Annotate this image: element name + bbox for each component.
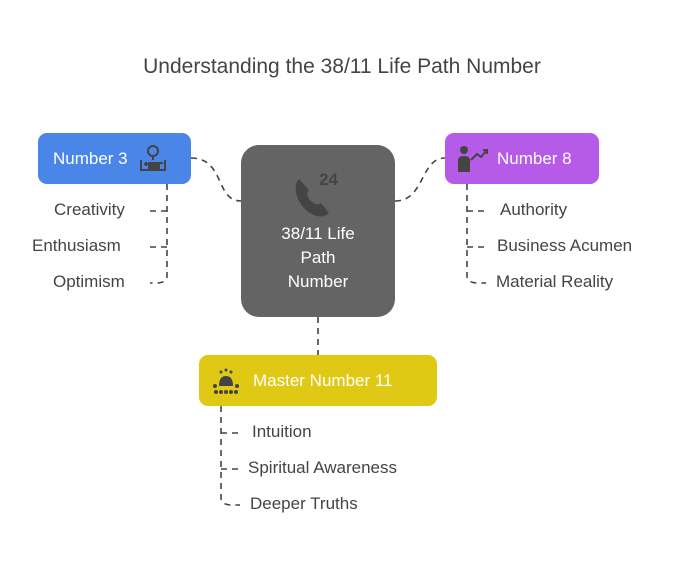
list-item: Deeper Truths xyxy=(250,494,358,513)
list-item: Intuition xyxy=(252,422,312,441)
svg-text:24: 24 xyxy=(319,170,338,189)
diagram-title: Understanding the 38/11 Life Path Number xyxy=(143,55,541,78)
list-item: Material Reality xyxy=(496,272,614,291)
master11-tree xyxy=(220,406,240,506)
number-8-node: Number 8 xyxy=(445,133,599,184)
center-label-line: Number xyxy=(287,272,349,291)
list-item: Optimism xyxy=(53,272,125,291)
phone-24-icon: 24 xyxy=(295,170,338,217)
center-label-line: 38/11 Life xyxy=(281,224,355,243)
connector-number8 xyxy=(394,157,446,202)
node-label: Number 3 xyxy=(53,148,128,168)
enlightenment-icon xyxy=(213,368,239,394)
list-item: Enthusiasm xyxy=(32,236,121,255)
list-item: Creativity xyxy=(54,200,125,219)
idea-lightbulb-icon xyxy=(139,144,166,171)
number3-tree xyxy=(150,184,168,284)
number-3-node: Number 3 xyxy=(38,133,191,184)
list-item: Authority xyxy=(500,200,568,219)
node-label: Number 8 xyxy=(497,148,572,168)
master-number-11-node: Master Number 11 xyxy=(199,355,437,406)
center-label-line: Path xyxy=(300,248,336,267)
businessman-growth-icon xyxy=(458,145,488,172)
node-label: Master Number 11 xyxy=(253,370,393,390)
center-node: 24 38/11 Life Path Number xyxy=(241,145,395,317)
list-item: Business Acumen xyxy=(497,236,633,255)
number8-tree xyxy=(466,184,486,284)
connector-number3 xyxy=(190,157,242,202)
list-item: Spiritual Awareness xyxy=(248,458,397,477)
